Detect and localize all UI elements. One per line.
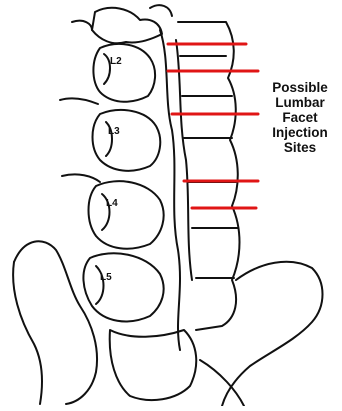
vertebra-label-l5: L5 xyxy=(100,272,112,283)
vertebra-l2 xyxy=(93,44,155,102)
caption-line: Possible xyxy=(258,80,342,95)
vertebra-l1 xyxy=(92,8,162,43)
vertebra-label-l4: L4 xyxy=(106,198,118,209)
vertebra-l3 xyxy=(93,110,161,171)
caption-line: Facet xyxy=(258,110,342,125)
caption-line: Sites xyxy=(258,140,342,155)
caption-line: Lumbar xyxy=(258,95,342,110)
vertebra-l5 xyxy=(83,253,163,321)
vertebra-label-l2: L2 xyxy=(110,56,122,67)
pelvis-right xyxy=(222,262,323,406)
sacrum xyxy=(110,330,197,400)
vertebra-label-l3: L3 xyxy=(108,126,120,137)
caption-line: Injection xyxy=(258,125,342,140)
vertebra-l4 xyxy=(89,181,164,248)
injection-sites-caption: Possible Lumbar Facet Injection Sites xyxy=(258,80,342,155)
